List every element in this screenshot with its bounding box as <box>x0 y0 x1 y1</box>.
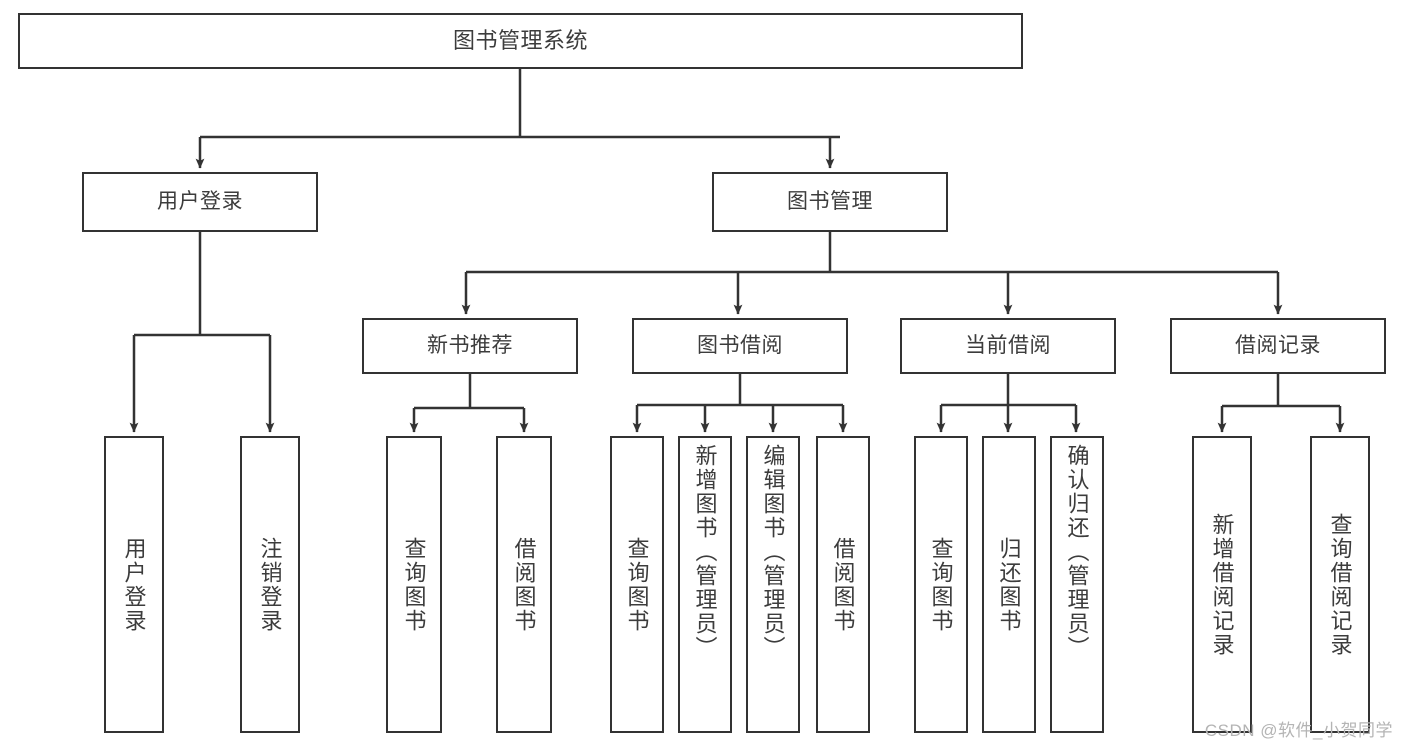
node-label: 查询图书 <box>401 536 427 633</box>
leaf-book-borrow-query-book[interactable]: 查询图书 <box>610 436 664 733</box>
node-label: 当前借阅 <box>965 334 1051 358</box>
node-label: 图书借阅 <box>697 334 783 358</box>
node-label: 图书管理系统 <box>452 27 588 53</box>
node-label: 用户登录 <box>157 190 243 214</box>
leaf-current-borrow-return-book[interactable]: 归还图书 <box>982 436 1036 733</box>
leaf-new-book-borrow-book[interactable]: 借阅图书 <box>496 436 552 733</box>
leaf-new-book-query-book[interactable]: 查询图书 <box>386 436 442 733</box>
leaf-book-borrow-borrow-book[interactable]: 借阅图书 <box>816 436 870 733</box>
leaf-book-borrow-edit-book-admin[interactable]: 编辑图书（管理员） <box>746 436 800 733</box>
node-label: 注销登录 <box>257 536 283 633</box>
node-user-login[interactable]: 用户登录 <box>82 172 318 232</box>
node-label: 借阅图书 <box>830 536 856 633</box>
node-borrow-record[interactable]: 借阅记录 <box>1170 318 1386 374</box>
leaf-borrow-record-add-record[interactable]: 新增借阅记录 <box>1192 436 1252 733</box>
node-label: 确认归还（管理员） <box>1064 444 1090 660</box>
node-label: 新增图书（管理员） <box>692 444 718 660</box>
watermark-text: CSDN @软件_小贺同学 <box>1204 721 1393 740</box>
leaf-user-login-logout[interactable]: 注销登录 <box>240 436 300 733</box>
node-label: 查询图书 <box>928 536 954 633</box>
node-current-borrow[interactable]: 当前借阅 <box>900 318 1116 374</box>
node-book-management[interactable]: 图书管理 <box>712 172 948 232</box>
leaf-user-login-login[interactable]: 用户登录 <box>104 436 164 733</box>
leaf-borrow-record-query-record[interactable]: 查询借阅记录 <box>1310 436 1370 733</box>
node-label: 用户登录 <box>121 536 147 633</box>
node-label: 查询图书 <box>624 536 650 633</box>
node-label: 新书推荐 <box>427 334 513 358</box>
node-label: 图书管理 <box>787 190 873 214</box>
node-label: 归还图书 <box>996 536 1022 633</box>
node-root-book-management-system[interactable]: 图书管理系统 <box>18 13 1023 69</box>
node-book-borrow[interactable]: 图书借阅 <box>632 318 848 374</box>
leaf-book-borrow-add-book-admin[interactable]: 新增图书（管理员） <box>678 436 732 733</box>
leaf-current-borrow-query-book[interactable]: 查询图书 <box>914 436 968 733</box>
node-label: 查询借阅记录 <box>1327 512 1353 657</box>
node-label: 编辑图书（管理员） <box>760 444 786 660</box>
node-label: 借阅记录 <box>1235 334 1321 358</box>
node-label: 借阅图书 <box>511 536 537 633</box>
node-new-book-recommend[interactable]: 新书推荐 <box>362 318 578 374</box>
leaf-current-borrow-confirm-return-admin[interactable]: 确认归还（管理员） <box>1050 436 1104 733</box>
node-label: 新增借阅记录 <box>1209 512 1235 657</box>
